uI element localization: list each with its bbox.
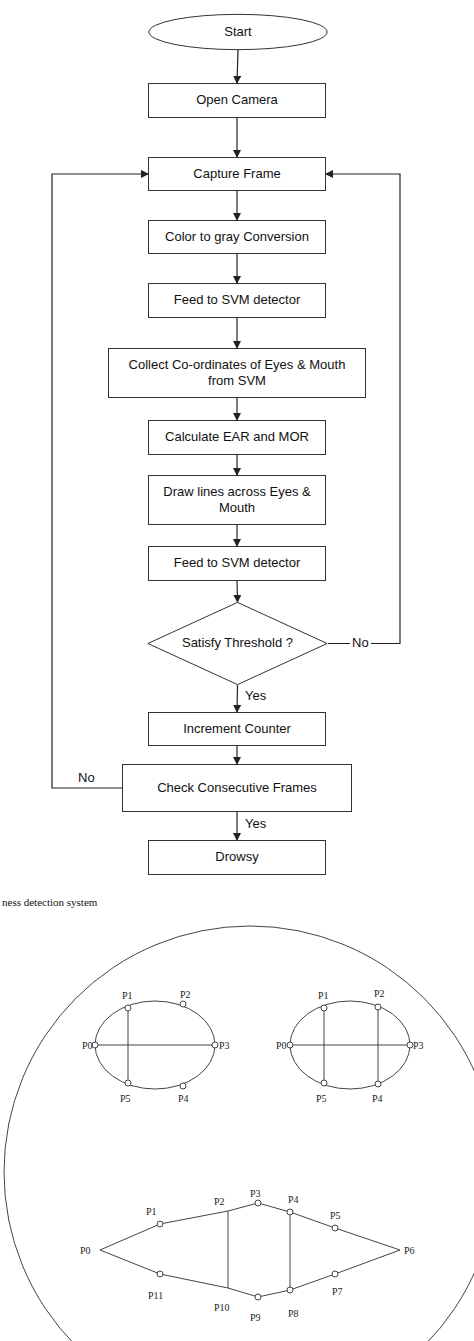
start-terminal: Start <box>148 14 328 50</box>
node-text: Check Consecutive Frames <box>151 780 323 796</box>
point-label: P2 <box>374 988 385 999</box>
point-label: P4 <box>372 1093 383 1104</box>
node-text: Capture Frame <box>187 166 286 182</box>
edge-label: No <box>350 635 371 650</box>
process-box: Capture Frame <box>148 157 326 191</box>
point-label: P0 <box>276 1040 287 1051</box>
point-label: P8 <box>288 1308 299 1319</box>
point-label: P2 <box>214 1196 225 1207</box>
point-label: P3 <box>413 1040 424 1051</box>
point-label: P4 <box>288 1194 299 1205</box>
point-label: P7 <box>332 1286 343 1297</box>
node-text: Feed to SVM detector <box>168 292 306 308</box>
edge-label: Yes <box>243 816 268 831</box>
process-box: Draw lines across Eyes & Mouth <box>148 475 326 525</box>
flow-arrow <box>237 50 238 83</box>
flow-arrow <box>236 191 237 220</box>
flow-arrow <box>236 685 238 712</box>
flow-arrow <box>236 581 238 602</box>
point-label: P3 <box>219 1040 230 1051</box>
point-label: P0 <box>82 1040 93 1051</box>
flow-arrow <box>236 525 237 546</box>
point-label: P1 <box>122 990 133 1001</box>
flow-arrow <box>236 118 237 157</box>
process-box: Feed to SVM detector <box>148 283 326 318</box>
process-box: Collect Co-ordinates of Eyes & Mouth fro… <box>108 348 366 398</box>
process-box: Calculate EAR and MOR <box>148 420 326 455</box>
node-text: Draw lines across Eyes & Mouth <box>149 484 325 517</box>
point-label: P9 <box>250 1312 261 1323</box>
end-box: Drowsy <box>148 840 326 875</box>
point-label: P2 <box>180 989 191 1000</box>
flow-arrow <box>236 398 237 420</box>
node-text: Satisfy Threshold ? <box>176 635 299 651</box>
edge-label: Yes <box>243 688 268 703</box>
node-text: Feed to SVM detector <box>168 555 306 571</box>
flow-arrow <box>236 318 237 348</box>
process-box: Open Camera <box>148 83 326 118</box>
point-label: P6 <box>404 1245 415 1256</box>
node-text: Drowsy <box>209 849 264 865</box>
point-label: P5 <box>330 1210 341 1221</box>
node-text: Collect Co-ordinates of Eyes & Mouth fro… <box>109 357 365 390</box>
point-label: P4 <box>178 1093 189 1104</box>
figure-caption: ness detection system <box>2 896 97 908</box>
point-label: P5 <box>316 1093 327 1104</box>
flow-arrow <box>326 174 400 644</box>
process-box: Check Consecutive Frames <box>122 764 352 812</box>
flow-arrow <box>236 746 237 764</box>
right-eye <box>290 1001 410 1089</box>
decision-diamond: Satisfy Threshold ? <box>147 602 328 685</box>
point-label: P1 <box>146 1206 157 1217</box>
face-outline <box>4 926 474 1341</box>
point-label: P0 <box>80 1245 91 1256</box>
edge-label: No <box>76 770 97 785</box>
process-box: Feed to SVM detector <box>148 546 326 581</box>
process-box: Increment Counter <box>148 712 326 746</box>
point-label: P1 <box>318 990 329 1001</box>
flow-arrow <box>236 455 237 475</box>
flow-arrow <box>236 812 237 840</box>
node-text: Increment Counter <box>177 721 297 737</box>
node-text: Color to gray Conversion <box>159 229 315 245</box>
point-label: P3 <box>250 1188 261 1199</box>
node-text: Start <box>218 24 257 40</box>
flow-arrow <box>236 254 237 283</box>
point-label: P11 <box>148 1290 163 1301</box>
point-label: P10 <box>214 1302 230 1313</box>
node-text: Open Camera <box>190 92 284 108</box>
left-eye <box>95 1001 215 1089</box>
process-box: Color to gray Conversion <box>148 220 326 254</box>
flow-arrow <box>52 174 148 788</box>
mouth-outline <box>100 1203 400 1297</box>
point-label: P5 <box>120 1093 131 1104</box>
node-text: Calculate EAR and MOR <box>159 429 315 445</box>
